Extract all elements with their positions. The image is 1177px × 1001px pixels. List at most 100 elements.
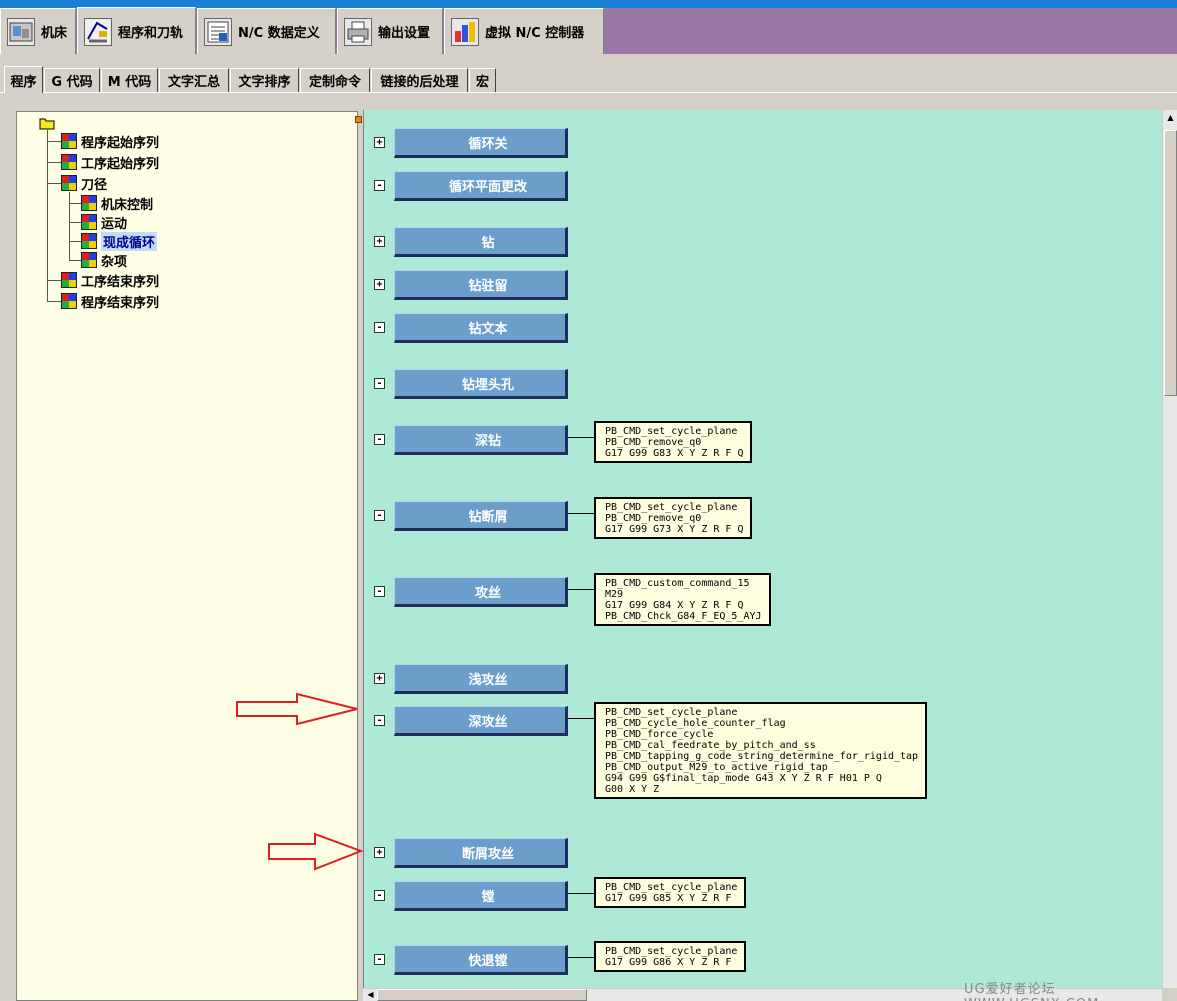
collapse-toggle[interactable]: - [374, 586, 385, 597]
subtab-m-code[interactable]: M 代码 [101, 68, 158, 92]
event-button[interactable]: 钻埋头孔 [394, 369, 568, 399]
event-button[interactable]: 循环关 [394, 128, 568, 158]
event-button[interactable]: 断屑攻丝 [394, 838, 568, 868]
collapse-toggle[interactable]: - [374, 954, 385, 965]
vertical-scrollbar[interactable]: ▲ [1162, 110, 1177, 988]
collapse-toggle[interactable]: - [374, 378, 385, 389]
horizontal-scroll-thumb[interactable] [377, 989, 587, 1001]
tree-item-label: 运动 [101, 216, 128, 232]
event-button[interactable]: 钻文本 [394, 313, 568, 343]
tree-item-operation-end[interactable]: 工序结束序列 [61, 271, 160, 290]
tree-item-operation-start[interactable]: 工序起始序列 [61, 153, 159, 172]
vertical-scroll-thumb[interactable] [1164, 130, 1177, 396]
expand-toggle[interactable]: + [374, 279, 385, 290]
tree-root-folder[interactable] [39, 114, 55, 132]
event-button[interactable]: 钻 [394, 227, 568, 257]
scroll-left-arrow[interactable]: ◀ [367, 990, 374, 999]
subtab-custom-command[interactable]: 定制命令 [300, 68, 370, 92]
subtab-word-summary[interactable]: 文字汇总 [159, 68, 229, 92]
event-button[interactable]: 镗 [394, 881, 568, 911]
scroll-up-arrow[interactable]: ▲ [1167, 113, 1174, 122]
expand-toggle[interactable]: + [374, 673, 385, 684]
subtab-linked-posts[interactable]: 链接的后处理 [371, 68, 468, 92]
expand-toggle[interactable]: + [374, 236, 385, 247]
printer-icon [344, 17, 372, 46]
expand-toggle[interactable]: + [374, 137, 385, 148]
event-row: -钻文本 [364, 313, 1154, 343]
event-block-icon [61, 133, 77, 149]
subtab-g-code-label: G 代码 [51, 75, 93, 90]
connector-line [568, 513, 594, 514]
tab-output-settings-label: 输出设置 [378, 26, 431, 41]
collapse-toggle[interactable]: - [374, 322, 385, 333]
collapse-toggle[interactable]: - [374, 890, 385, 901]
subtab-g-code[interactable]: G 代码 [44, 68, 100, 92]
event-button[interactable]: 浅攻丝 [394, 664, 568, 694]
tree-item-miscellaneous[interactable]: 杂项 [81, 251, 127, 270]
connector-line [568, 589, 594, 590]
collapse-toggle[interactable]: - [374, 715, 385, 726]
event-button[interactable]: 循环平面更改 [394, 171, 568, 201]
tree-item-label: 刀径 [81, 177, 108, 193]
tree-item-label: 现成循环 [101, 231, 158, 251]
expand-toggle[interactable]: + [374, 847, 385, 858]
collapse-toggle[interactable]: - [374, 180, 385, 191]
event-button[interactable]: 深钻 [394, 425, 568, 455]
tree-connector [47, 280, 61, 281]
event-button[interactable]: 快退镗 [394, 945, 568, 975]
tab-program-toolpath[interactable]: 程序和刀轨 [77, 7, 196, 55]
block-line: PB_CMD_Chck_G84_F_EQ_5_AYJ [605, 611, 762, 622]
tree-item-canned-cycles[interactable]: 现成循环 [81, 231, 158, 251]
horizontal-scrollbar[interactable]: ◀ [363, 988, 1162, 1001]
nc-data-definition-icon [204, 17, 232, 46]
panel-splitter[interactable] [358, 111, 363, 1001]
tab-program-toolpath-label: 程序和刀轨 [118, 26, 184, 41]
tree-item-motion[interactable]: 运动 [81, 213, 128, 232]
sub-tab-baseline [0, 92, 1177, 93]
collapse-toggle[interactable]: - [374, 510, 385, 521]
tab-virtual-nc-controller[interactable]: 虚拟 N/C 控制器 [444, 8, 604, 54]
connector-line [568, 893, 594, 894]
tree-item-program-end[interactable]: 程序结束序列 [61, 292, 159, 311]
tree-connector [47, 301, 61, 302]
subtab-word-summary-label: 文字汇总 [167, 75, 220, 90]
tree-connector [69, 260, 81, 261]
subtab-program[interactable]: 程序 [4, 66, 43, 93]
tree-item-program-start[interactable]: 程序起始序列 [61, 132, 159, 151]
collapse-toggle[interactable]: - [374, 434, 385, 445]
virtual-nc-controller-icon [451, 17, 479, 46]
event-row: + 断屑攻丝 [364, 838, 1154, 868]
tree-connector [69, 241, 81, 242]
splitter-handle[interactable] [355, 116, 362, 123]
event-button[interactable]: 钻断屑 [394, 501, 568, 531]
sub-tab-bar: 程序 G 代码 M 代码 文字汇总 文字排序 定制命令 链接的后处理 宏 [0, 54, 1177, 110]
event-row: -循环平面更改 [364, 171, 1154, 201]
event-block-icon [81, 233, 97, 249]
tab-virtual-nc-controller-label: 虚拟 N/C 控制器 [485, 26, 585, 41]
tab-output-settings[interactable]: 输出设置 [337, 8, 443, 54]
subtab-word-sequencing[interactable]: 文字排序 [230, 68, 299, 92]
block-line: PB_CMD_custom_command_15 [605, 578, 750, 589]
tree-item-tool-path[interactable]: 刀径 [61, 174, 108, 193]
tab-machine[interactable]: 机床 [0, 8, 76, 54]
event-button[interactable]: 钻驻留 [394, 270, 568, 300]
tab-nc-data-definition[interactable]: N/C 数据定义 [197, 8, 336, 54]
connector-line [568, 718, 594, 719]
block-line: PB_CMD_force_cycle [605, 729, 714, 740]
event-button[interactable]: 攻丝 [394, 577, 568, 607]
event-button[interactable]: 深攻丝 [394, 706, 568, 736]
subtab-macro[interactable]: 宏 [469, 68, 496, 92]
tree-item-label: 工序结束序列 [81, 274, 160, 290]
red-arrow-annotation [268, 832, 364, 871]
tree-item-machine-control[interactable]: 机床控制 [81, 194, 153, 213]
